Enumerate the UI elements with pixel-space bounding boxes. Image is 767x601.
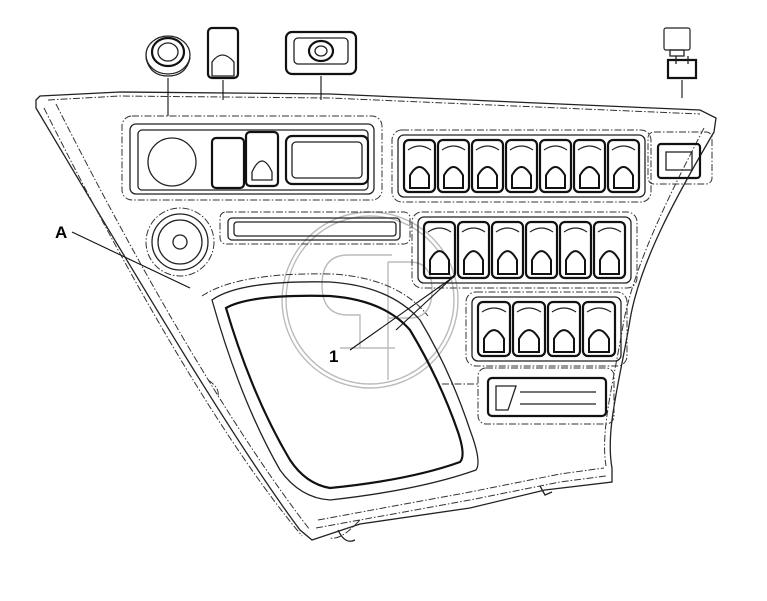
rocker-switch <box>504 138 539 194</box>
rocker-switch <box>470 138 505 194</box>
loose-rocker-switch <box>206 26 240 80</box>
rocker-switch <box>456 220 491 280</box>
rocker-switch <box>538 138 573 194</box>
rocker-switch <box>572 138 607 194</box>
rocker-switch <box>436 138 471 194</box>
callout-label-1: 1 <box>329 347 338 366</box>
rocker-switch <box>581 300 617 358</box>
switch-bank-top <box>391 129 652 203</box>
explode-lines <box>167 76 683 116</box>
rocker-switch <box>524 220 559 280</box>
switch-bank-lower <box>465 291 628 367</box>
rocker-switch <box>546 300 582 358</box>
rocker-switch <box>476 300 512 358</box>
rocker-switch <box>422 220 457 280</box>
right-single-switch <box>647 131 713 185</box>
switch-bank-middle <box>411 211 638 289</box>
watermark-logo <box>281 211 459 389</box>
callout-leaders <box>71 231 453 351</box>
rocker-switch <box>592 220 627 280</box>
rocker-switch <box>558 220 593 280</box>
loose-rotary-knob <box>145 35 191 77</box>
callout-label-a: A <box>55 223 67 242</box>
lower-tray <box>442 367 615 425</box>
lower-opening <box>201 273 479 501</box>
rocker-switch <box>490 220 525 280</box>
left-switch-bay <box>121 115 383 201</box>
loose-display-module <box>284 30 358 76</box>
rocker-switch <box>606 138 641 194</box>
storage-slot <box>219 211 411 245</box>
rocker-switch <box>402 138 437 194</box>
panel-rotary-knob <box>145 207 215 277</box>
loose-small-switch <box>663 27 698 80</box>
panel-body <box>35 91 717 542</box>
rocker-switch <box>511 300 547 358</box>
